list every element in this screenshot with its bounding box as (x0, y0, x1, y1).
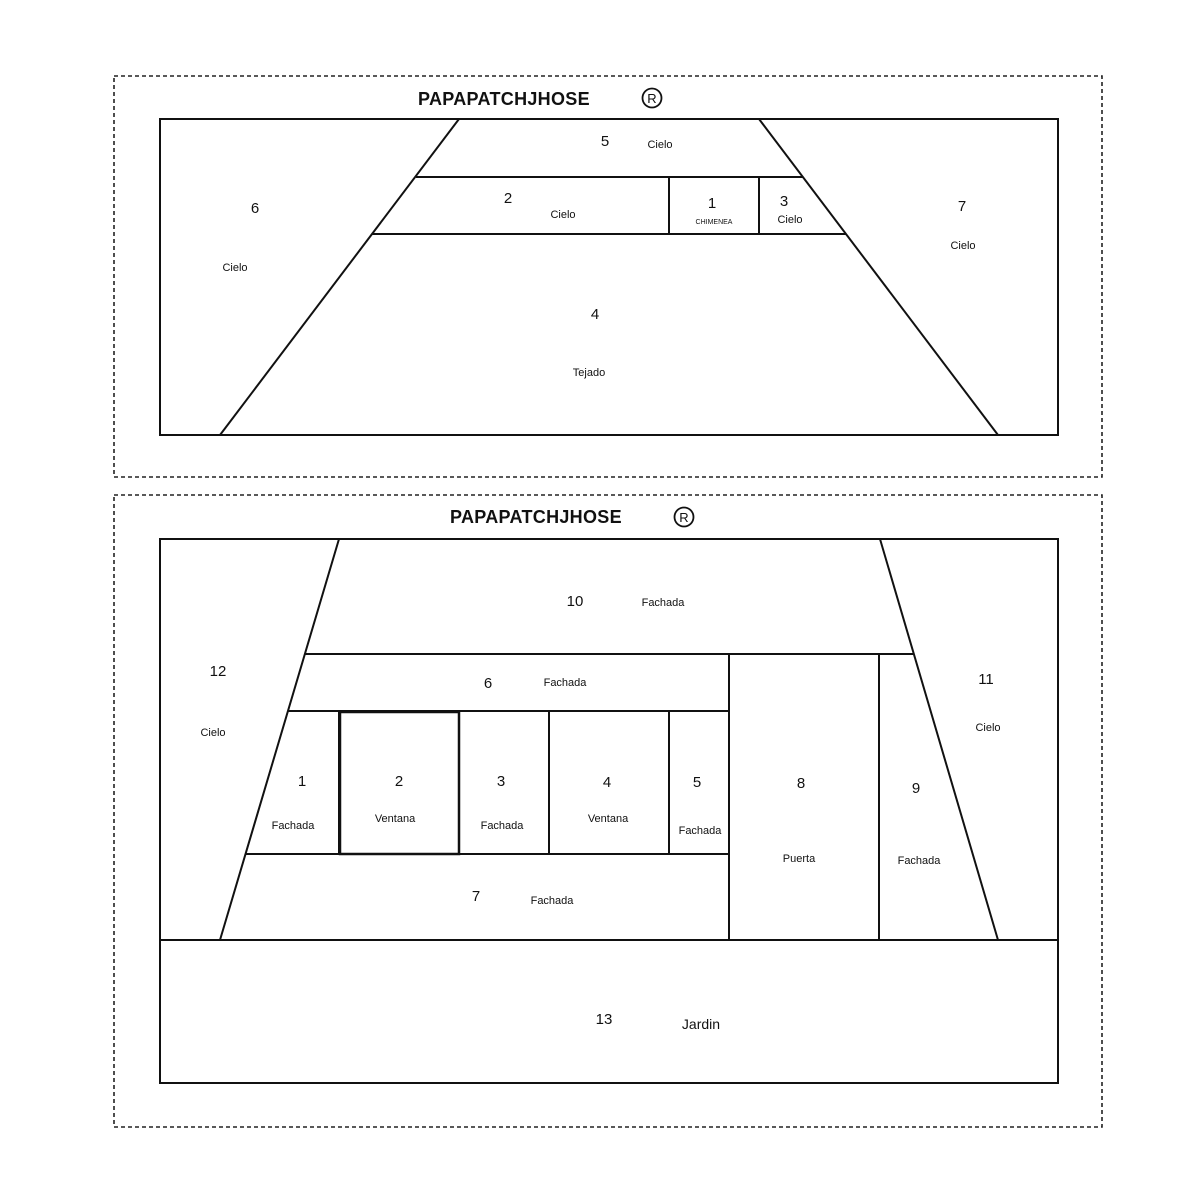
bottom-region-1: 1 Fachada (272, 773, 316, 832)
bottom-left-slope (219, 538, 340, 941)
top-right-slope (758, 118, 999, 436)
svg-text:R: R (647, 91, 656, 106)
bottom-region-8: 8 Puerta (783, 775, 816, 865)
svg-text:2: 2 (395, 773, 403, 790)
top-registered-icon: R (641, 87, 663, 109)
bottom-region-3: 3 Fachada (481, 773, 525, 832)
svg-text:Fachada: Fachada (642, 597, 686, 609)
top-region-3: 3 Cielo (777, 193, 802, 226)
svg-text:1: 1 (708, 195, 716, 212)
bottom-right-slope (879, 538, 999, 941)
bottom-panel-dashed-border (113, 494, 1103, 1128)
svg-text:1: 1 (298, 773, 306, 790)
svg-text:6: 6 (251, 200, 259, 217)
top-panel-dashed-border (113, 75, 1103, 478)
svg-text:6: 6 (484, 675, 492, 692)
bottom-region-6: 6 Fachada (484, 675, 587, 692)
svg-text:4: 4 (603, 774, 611, 791)
svg-text:Jardin: Jardin (682, 1016, 720, 1032)
svg-text:Puerta: Puerta (783, 853, 816, 865)
svg-text:5: 5 (693, 774, 701, 791)
svg-text:Ventana: Ventana (375, 813, 416, 825)
svg-text:3: 3 (780, 193, 788, 210)
svg-text:Fachada: Fachada (898, 855, 942, 867)
top-region-5: 5 Cielo (601, 133, 673, 151)
svg-text:R: R (679, 510, 688, 525)
top-region-1: 1 CHIMENEA (696, 195, 733, 226)
svg-text:9: 9 (912, 780, 920, 797)
svg-text:Cielo: Cielo (222, 262, 247, 274)
svg-text:Fachada: Fachada (272, 820, 316, 832)
svg-text:Fachada: Fachada (544, 677, 588, 689)
svg-text:Fachada: Fachada (481, 820, 525, 832)
svg-text:Cielo: Cielo (647, 139, 672, 151)
bottom-brand-title: PAPAPATCHJHOSE (450, 507, 622, 527)
top-region-2: 2 Cielo (504, 190, 576, 221)
svg-text:3: 3 (497, 773, 505, 790)
window-2-outline (338, 710, 461, 856)
svg-text:Fachada: Fachada (679, 825, 723, 837)
top-panel: PAPAPATCHJHOSE R 5 Cielo 2 Cielo 1 CHIME… (113, 75, 1103, 478)
svg-text:11: 11 (978, 671, 994, 688)
top-region-4: 4 Tejado (573, 306, 605, 379)
top-left-slope (219, 118, 460, 436)
svg-text:Cielo: Cielo (950, 240, 975, 252)
svg-text:4: 4 (591, 306, 599, 323)
top-brand-title: PAPAPATCHJHOSE (418, 89, 590, 109)
bottom-region-4: 4 Ventana (588, 774, 629, 825)
svg-text:Cielo: Cielo (975, 722, 1000, 734)
svg-text:Cielo: Cielo (200, 727, 225, 739)
top-region-7: 7 Cielo (950, 198, 975, 252)
svg-text:CHIMENEA: CHIMENEA (696, 219, 733, 226)
top-frame (159, 118, 1059, 436)
bottom-region-5: 5 Fachada (679, 774, 723, 837)
svg-text:13: 13 (596, 1011, 613, 1028)
svg-text:Fachada: Fachada (531, 895, 575, 907)
bottom-registered-icon: R (673, 506, 695, 528)
svg-text:12: 12 (210, 663, 227, 680)
bottom-region-10: 10 Fachada (567, 593, 686, 610)
svg-text:5: 5 (601, 133, 609, 150)
svg-text:8: 8 (797, 775, 805, 792)
top-region-6: 6 Cielo (222, 200, 259, 274)
svg-text:Tejado: Tejado (573, 367, 605, 379)
bottom-panel: PAPAPATCHJHOSE R 10 Fachada 6 (113, 494, 1103, 1128)
bottom-region-7: 7 Fachada (472, 888, 574, 907)
svg-text:Cielo: Cielo (550, 209, 575, 221)
bottom-region-9: 9 Fachada (898, 780, 942, 867)
bottom-region-11: 11 Cielo (975, 671, 1000, 734)
svg-text:7: 7 (958, 198, 966, 215)
bottom-frame (159, 538, 1059, 1084)
svg-text:Cielo: Cielo (777, 214, 802, 226)
svg-text:10: 10 (567, 593, 584, 610)
svg-text:2: 2 (504, 190, 512, 207)
bottom-region-12: 12 Cielo (200, 663, 226, 739)
bottom-region-2: 2 Ventana (375, 773, 416, 825)
svg-text:7: 7 (472, 888, 480, 905)
bottom-region-13: 13 Jardin (596, 1011, 720, 1032)
svg-text:Ventana: Ventana (588, 813, 629, 825)
